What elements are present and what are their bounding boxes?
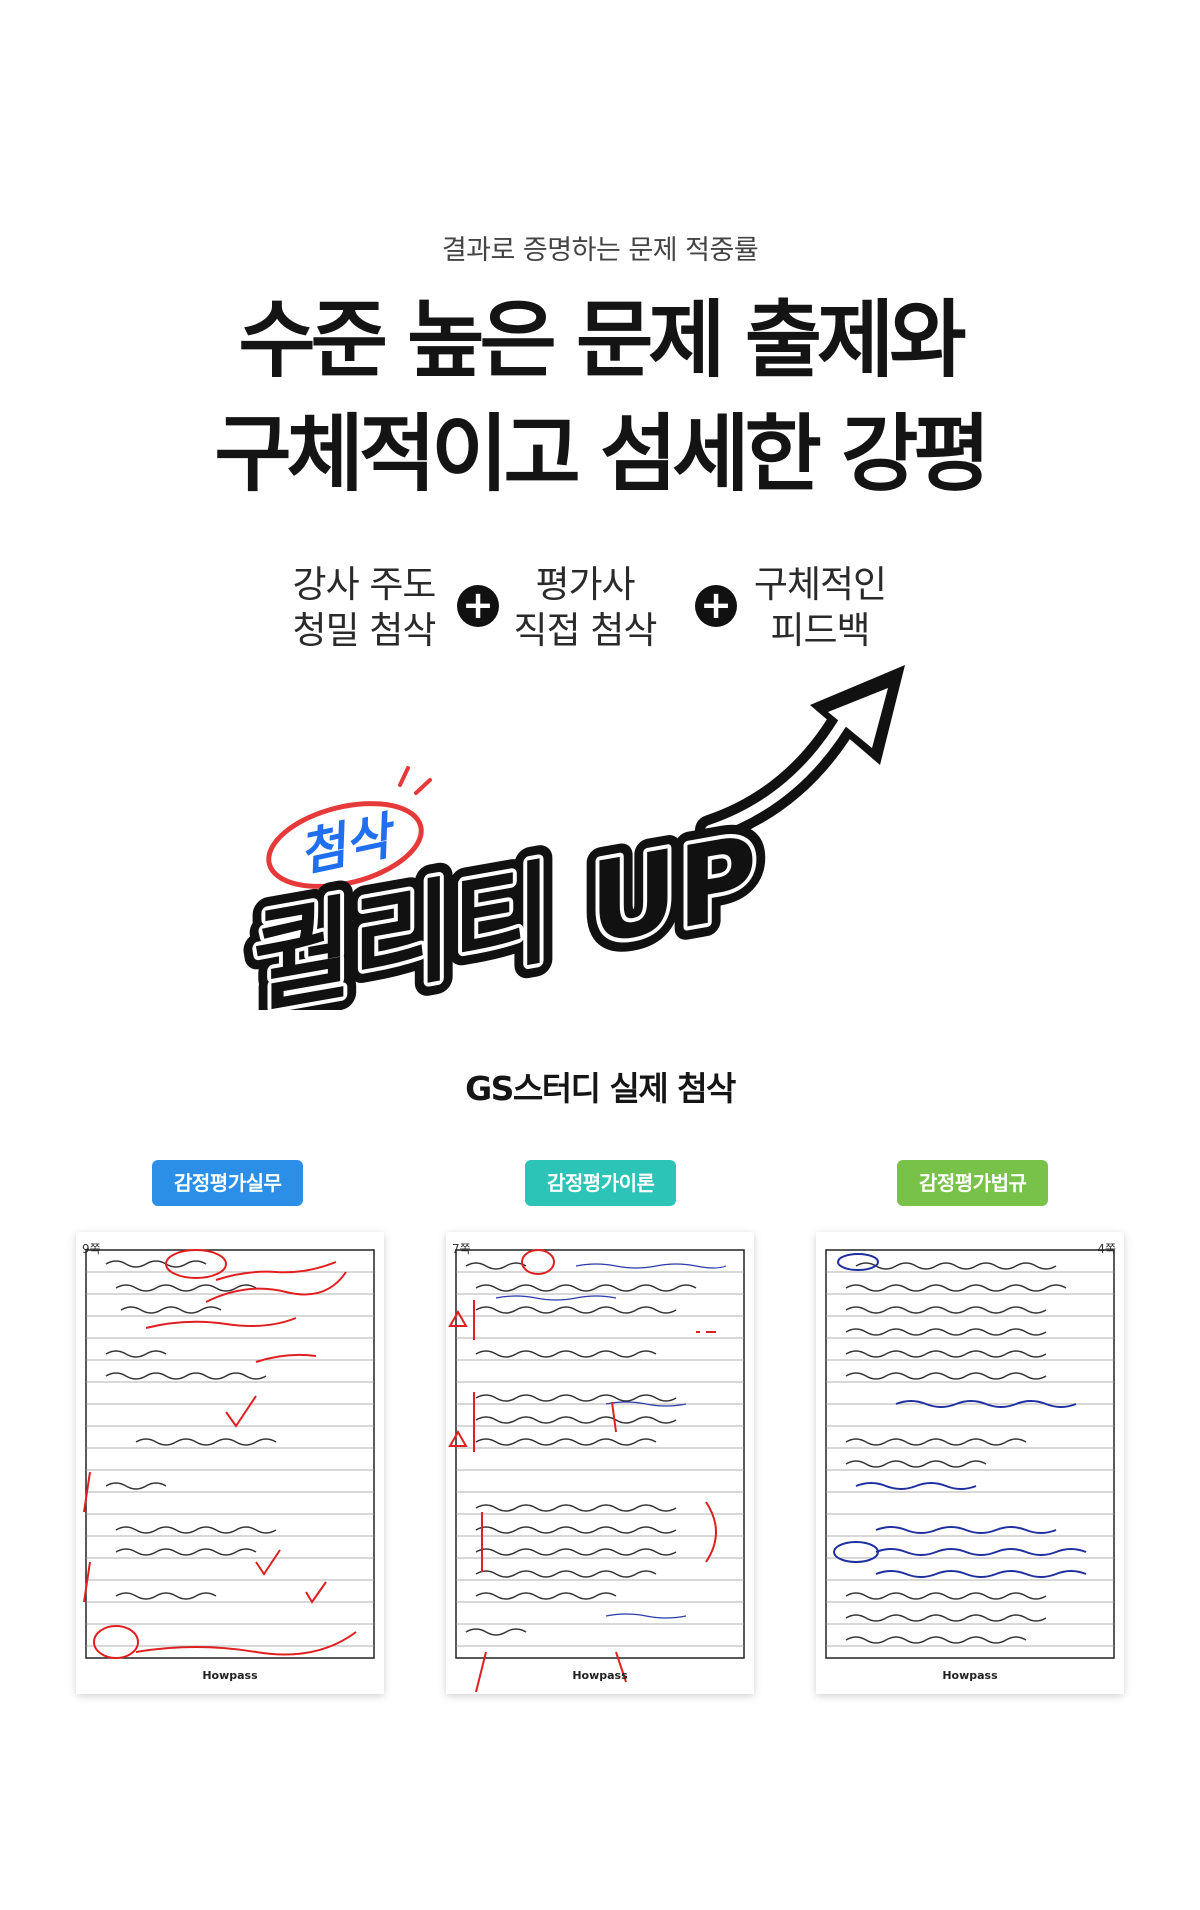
plus-icon: + [695, 585, 737, 627]
tag-ring [266, 801, 424, 889]
sample-sheet-practice: 9쪽 [76, 1232, 384, 1694]
section-title: GS스터디 실제 첨삭 [465, 1069, 736, 1108]
feature-specific-feedback: 구체적인 피드백 [690, 562, 950, 654]
headline-line-1: 수준 높은 문제 출제와 [238, 291, 966, 389]
feature-line: 구체적인 [753, 563, 887, 606]
quality-up-logo: 첨삭 퀄리티 UP 퀄리티 UP [240, 665, 905, 1010]
footer-brand: Howpass [202, 1669, 258, 1682]
page-number: 4쪽 [1097, 1242, 1116, 1256]
feature-line: 강사 주도 [292, 563, 437, 606]
handwritten-answer-image [448, 1249, 745, 1693]
sample-sheet-theory: 7쪽 [446, 1232, 754, 1694]
footer-brand: Howpass [942, 1669, 998, 1682]
arrow-up-icon [695, 665, 905, 845]
feature-instructor-correction: 강사 주도 청밀 첨삭 [234, 562, 494, 654]
headline-line-2: 구체적이고 섬세한 강평 [214, 405, 990, 503]
badge-law: 감정평가법규 [897, 1160, 1049, 1206]
handwritten-answer-image [83, 1249, 375, 1659]
sample-sheet-law: 4쪽 [816, 1232, 1124, 1694]
badge-practice: 감정평가실무 [152, 1160, 304, 1206]
feature-line: 평가사 [535, 563, 635, 606]
badge-theory: 감정평가이론 [525, 1160, 677, 1206]
feature-appraiser-correction: 평가사 직접 첨삭 [455, 562, 715, 654]
feature-line: 직접 첨삭 [513, 609, 658, 652]
feature-line: 피드백 [770, 609, 870, 652]
footer-brand: Howpass [572, 1669, 628, 1682]
handwritten-answer-image [825, 1249, 1115, 1659]
plus-icon: + [457, 585, 499, 627]
page-subtitle: 결과로 증명하는 문제 적중률 [441, 235, 759, 266]
feature-line: 청밀 첨삭 [292, 609, 437, 652]
